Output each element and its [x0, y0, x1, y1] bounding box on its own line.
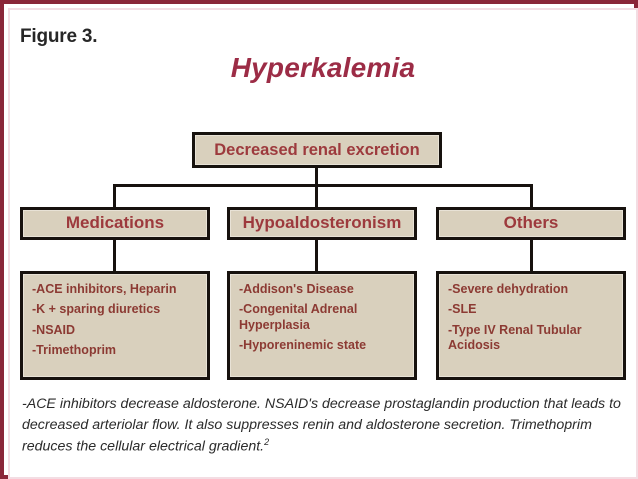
node-others: Others — [436, 207, 626, 240]
node-medications-label: Medications — [65, 213, 165, 233]
connector-drop-hypoaldosteronism — [315, 184, 318, 208]
list-item: -Trimethoprim — [32, 342, 117, 357]
list-item: -Addison's Disease — [239, 282, 354, 296]
detail-box-others: -Severe dehydration -SLE -Type IV Renal … — [436, 271, 626, 380]
connector-drop-others — [530, 184, 533, 208]
node-root-label: Decreased renal excretion — [214, 140, 420, 159]
connector-root-stem — [315, 167, 318, 186]
connector-link-others — [530, 239, 533, 272]
node-decreased-renal-excretion: Decreased renal excretion — [192, 132, 442, 168]
figure-footnote: -ACE inhibitors decrease aldosterone. NS… — [22, 394, 622, 458]
node-others-label: Others — [503, 213, 559, 233]
node-medications: Medications — [20, 207, 210, 240]
footnote-reference: 2 — [264, 437, 270, 448]
connector-drop-medications — [113, 184, 116, 208]
detail-box-medications: -ACE inhibitors, Heparin -K + sparing di… — [20, 271, 210, 380]
list-item: -ACE inhibitors, Heparin — [32, 282, 177, 296]
node-hypoaldosteronism-label: Hypoaldosteronism — [242, 213, 402, 233]
list-item: -Type IV Renal Tubular Acidosis — [448, 322, 582, 352]
list-item: -Severe dehydration — [448, 282, 569, 296]
list-item: -SLE — [448, 302, 477, 317]
list-item: -Congenital Adrenal Hyperplasia — [239, 302, 358, 332]
list-item: -NSAID — [32, 322, 76, 337]
figure-title: Hyperkalemia — [230, 52, 416, 83]
list-item: -Hyporeninemic state — [239, 337, 367, 352]
figure-label: Figure 3. — [20, 26, 98, 47]
connector-horizontal-bus — [113, 184, 533, 187]
connector-link-medications — [113, 239, 116, 272]
connector-link-hypoaldosteronism — [315, 239, 318, 272]
detail-box-hypoaldosteronism: -Addison's Disease -Congenital Adrenal H… — [227, 271, 417, 380]
list-item: -K + sparing diuretics — [32, 302, 161, 317]
footnote-text: -ACE inhibitors decrease aldosterone. NS… — [22, 396, 621, 455]
node-hypoaldosteronism: Hypoaldosteronism — [227, 207, 417, 240]
